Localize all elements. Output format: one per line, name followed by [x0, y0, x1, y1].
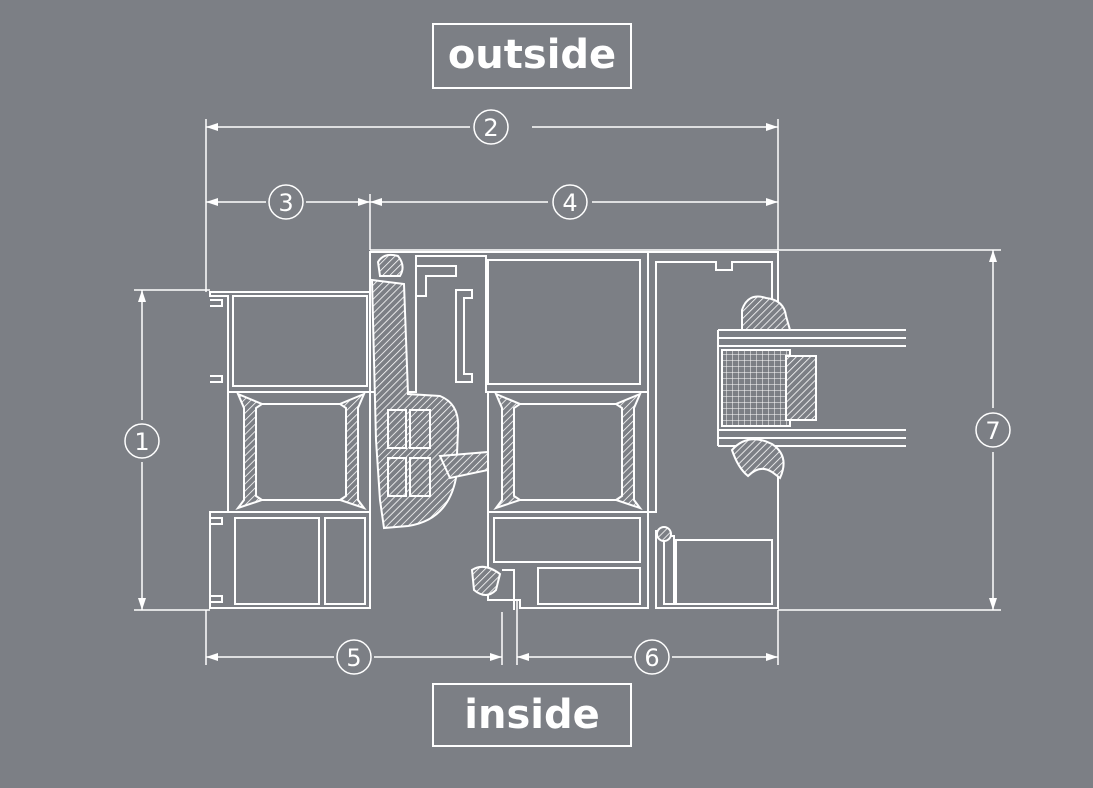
svg-text:4: 4 [562, 189, 577, 217]
outer-frame-profile [209, 291, 371, 609]
dimension-callout-6: 6 [634, 639, 670, 675]
dimension-callout-4: 4 [552, 184, 588, 220]
svg-text:7: 7 [985, 417, 1000, 445]
svg-text:6: 6 [644, 644, 659, 672]
dimension-callout-5: 5 [336, 639, 372, 675]
center-seal-insert [370, 278, 489, 530]
svg-text:5: 5 [346, 644, 361, 672]
glass-pane [717, 329, 906, 447]
dimension-callout-7: 7 [975, 412, 1011, 448]
dimension-callout-3: 3 [268, 184, 304, 220]
inside-label: inside [432, 683, 632, 747]
dimension-lines [134, 119, 1001, 665]
outside-label: outside [432, 23, 632, 89]
dimension-callout-2: 2 [473, 109, 509, 145]
gaskets [376, 253, 792, 596]
svg-text:3: 3 [278, 189, 293, 217]
svg-text:2: 2 [483, 114, 498, 142]
svg-text:1: 1 [134, 428, 149, 456]
dimension-callout-1: 1 [124, 423, 160, 459]
